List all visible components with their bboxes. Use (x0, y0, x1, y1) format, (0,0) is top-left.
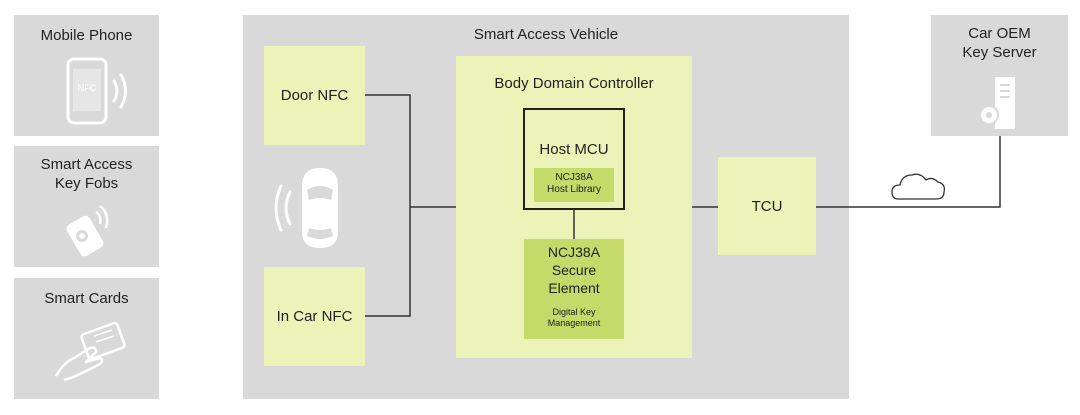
host-mcu-label: Host MCU (539, 141, 609, 158)
host-library-box: NCJ38A Host Library (534, 168, 614, 202)
secure-element-box: NCJ38A Secure Element Digital Key Manage… (524, 239, 624, 339)
key-fobs-panel: Smart Access Key Fobs (14, 146, 159, 267)
secure-element-sublabel: Digital Key Management (547, 307, 601, 328)
smart-card-hand-icon (54, 322, 126, 382)
cloud-icon (891, 173, 946, 200)
smart-cards-panel: Smart Cards (14, 278, 159, 399)
smart-cards-label: Smart Cards (44, 290, 129, 307)
key-fobs-label: Smart Access Key Fobs (40, 156, 133, 192)
in-car-nfc-box: In Car NFC (264, 267, 365, 366)
tcu-label: TCU (751, 198, 783, 215)
server-key-icon (979, 77, 1015, 129)
mobile-nfc-icon: NFC (66, 57, 127, 125)
door-nfc-connector (365, 94, 411, 317)
door-nfc-label: Door NFC (280, 87, 349, 104)
tcu-to-server-connector (816, 136, 1001, 208)
bdc-title: Body Domain Controller (494, 75, 654, 92)
vehicle-title: Smart Access Vehicle (473, 26, 619, 43)
car-top-view-icon (274, 168, 338, 248)
key-server-panel: Car OEM Key Server (931, 15, 1068, 136)
mobile-phone-label: Mobile Phone (40, 27, 133, 44)
secure-element-label: NCJ38A Secure Element (547, 244, 601, 296)
host-mcu-box: Host MCU NCJ38A Host Library (523, 108, 625, 210)
nfc-icon-text: NFC (78, 83, 97, 93)
tcu-box: TCU (718, 157, 816, 255)
in-car-nfc-label: In Car NFC (276, 308, 353, 325)
key-fob-icon (66, 205, 109, 257)
key-server-label: Car OEM Key Server (962, 25, 1037, 61)
mobile-phone-panel: Mobile Phone NFC (14, 15, 159, 136)
door-nfc-box: Door NFC (264, 46, 365, 145)
